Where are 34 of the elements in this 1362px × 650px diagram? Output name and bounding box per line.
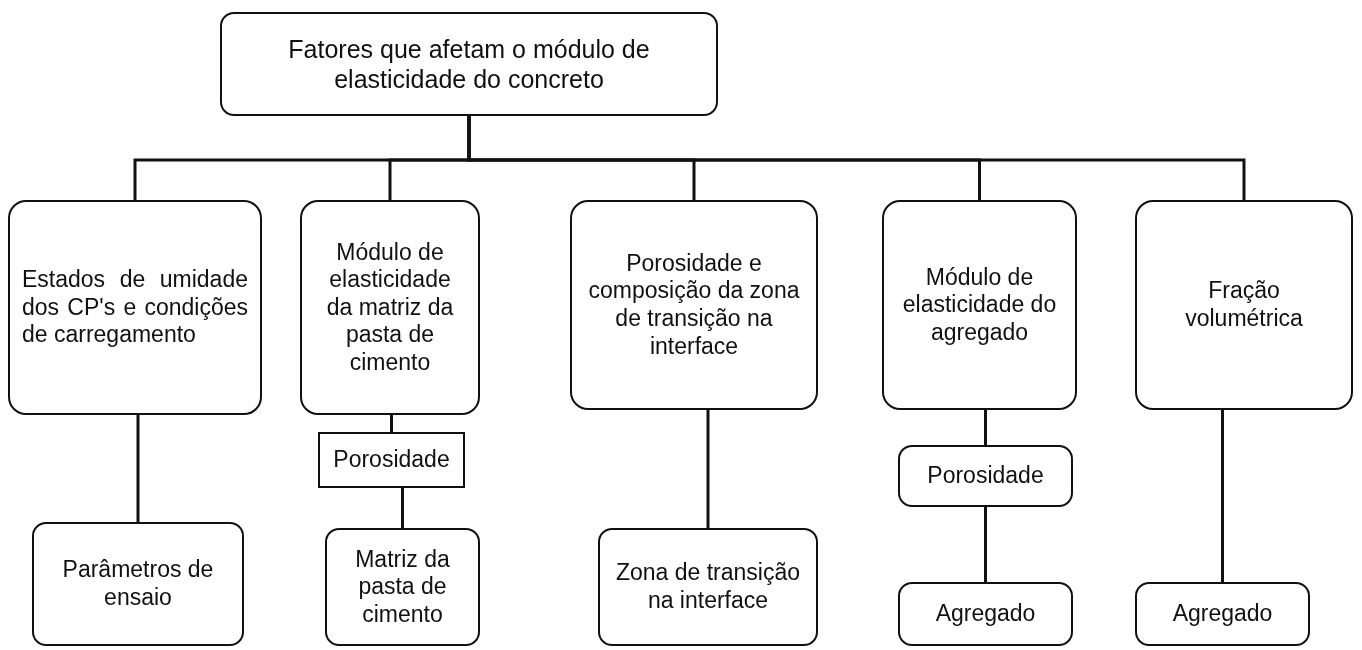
connector-line [136, 415, 140, 522]
box-label: Parâmetros de ensaio [61, 556, 215, 612]
box-label: Agregado [934, 600, 1037, 628]
factor-box [325, 528, 480, 646]
box-label: Matriz da pasta de cimento [354, 545, 451, 629]
factor-box [898, 445, 1073, 507]
box-label: Módulo de elasticidade da matriz da pasta de cimento [325, 238, 455, 377]
factor-box [598, 528, 818, 646]
connector-line [401, 488, 404, 528]
box-label: Porosidade [926, 462, 1045, 490]
connector-line [706, 410, 710, 528]
connector-line [984, 507, 987, 582]
box-label: Zona de transição na interface [614, 559, 802, 615]
connector-line [1221, 410, 1224, 582]
connector-line [390, 415, 393, 432]
factor-box [1135, 582, 1310, 646]
box-label: Fração volumétrica [1184, 277, 1304, 333]
factor-box [1135, 200, 1353, 410]
connector-line [984, 410, 987, 445]
connector-line [467, 116, 1246, 200]
factor-box [32, 522, 244, 646]
box-label: Módulo de elasticidade do agregado [901, 263, 1058, 347]
factor-box [570, 200, 818, 410]
box-label: Fatores que afetam o módulo de elasticidade do concreto [287, 34, 651, 94]
factor-box [882, 200, 1077, 410]
box-label: Porosidade [332, 446, 451, 474]
factor-box [318, 432, 465, 488]
factor-box [898, 582, 1073, 646]
title-box [220, 12, 718, 116]
factor-box [8, 200, 262, 415]
box-label: Estados de umidade dos CP's e condições de carregamento [22, 266, 248, 349]
box-label: Porosidade e composição da zona de transição na interface [587, 249, 801, 361]
box-label: Agregado [1171, 600, 1274, 628]
factor-box [300, 200, 480, 415]
